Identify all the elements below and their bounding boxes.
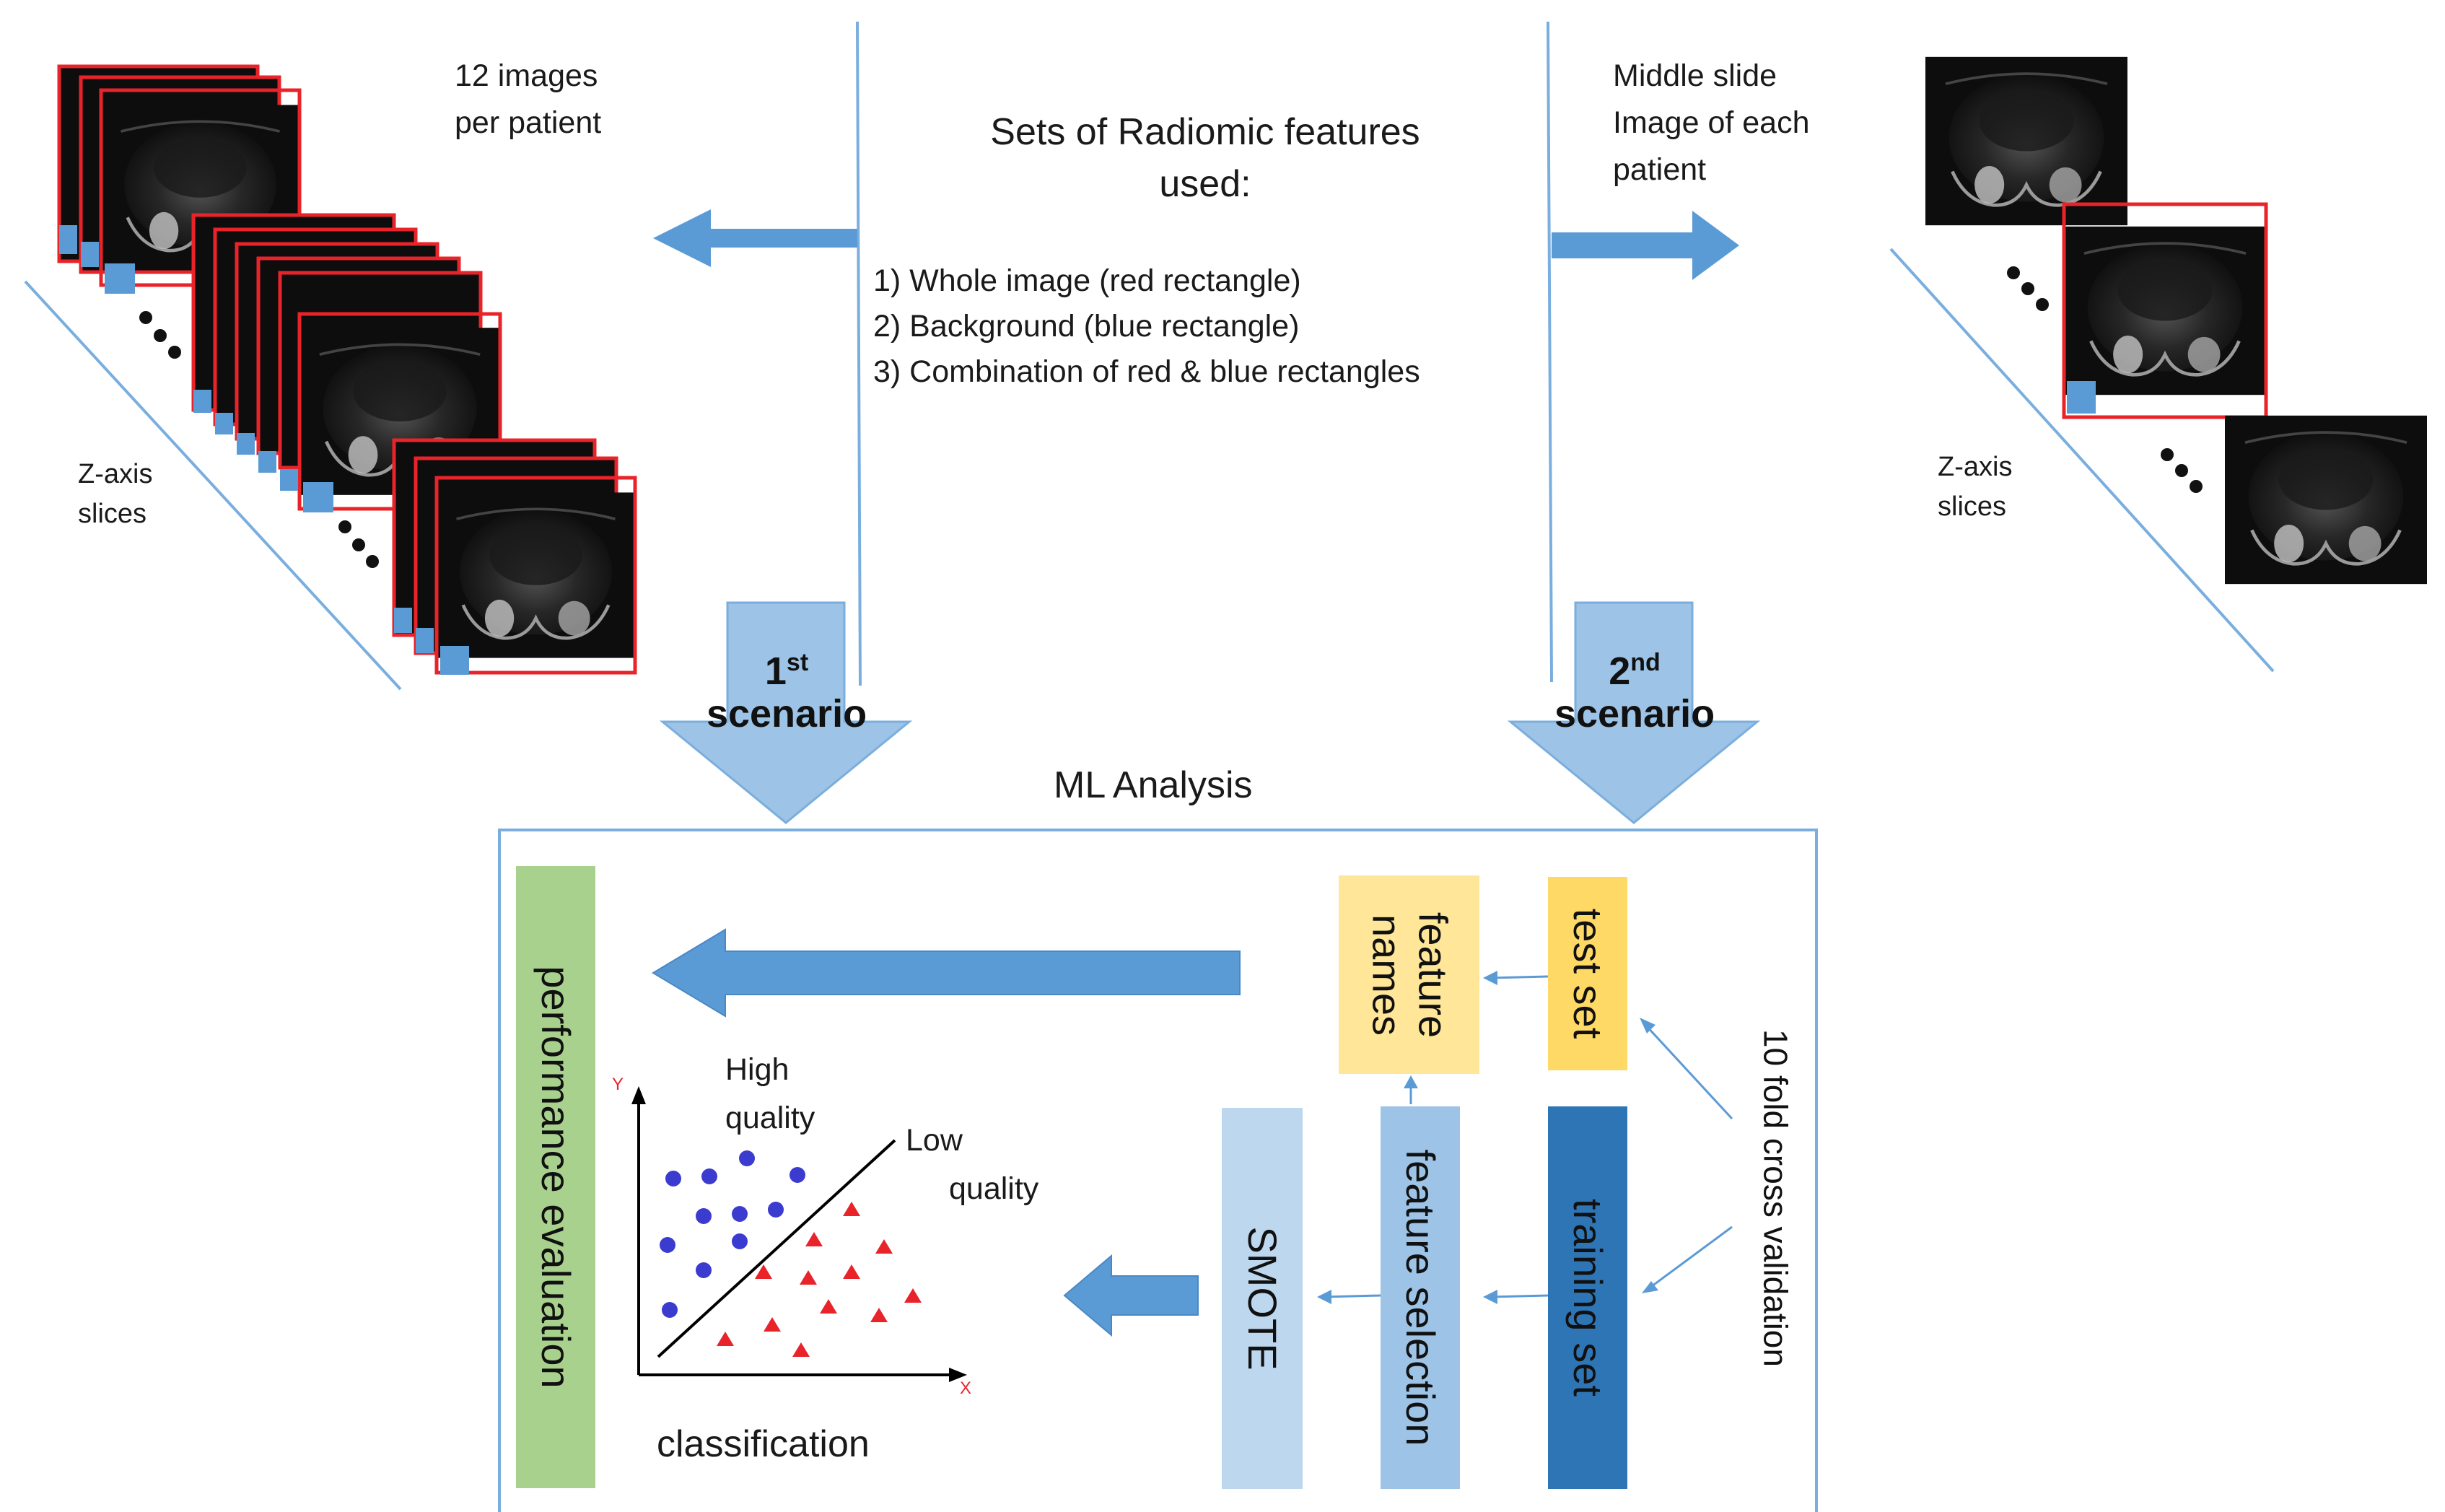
scenario-1-suffix: st xyxy=(786,649,809,676)
performance-evaluation-label: performance evaluation xyxy=(533,966,579,1389)
feature-selection-label: feature selection xyxy=(1398,1149,1444,1446)
right-axis-line2: slices xyxy=(1938,491,2007,522)
classification-scatter xyxy=(631,1086,967,1382)
ml-analysis-box xyxy=(498,829,1818,1512)
left-axis-line2: slices xyxy=(78,499,147,529)
scenario-2-label: 2nd scenario xyxy=(1534,649,1736,736)
scenario-1-label: 1st scenario xyxy=(686,649,888,736)
smote-label: SMOTE xyxy=(1240,1226,1286,1371)
feature-item-2: 2) Background (blue rectangle) xyxy=(873,309,1300,344)
right-slice-stack xyxy=(1889,57,2427,673)
performance-evaluation-box: performance evaluation xyxy=(516,866,595,1488)
right-caption-line1: Middle slide xyxy=(1613,58,1777,93)
right-caption-line3: patient xyxy=(1613,152,1707,187)
arrow-to-classification xyxy=(1063,1254,1199,1337)
left-axis-line1: Z-axis xyxy=(78,459,153,489)
left-caption-line2: per patient xyxy=(455,105,602,140)
connector-arrows xyxy=(1317,971,1733,1304)
scenario-1-word: scenario xyxy=(706,692,867,736)
arrow-to-right-panel xyxy=(1552,211,1739,280)
feature-names-line2: names xyxy=(1363,914,1409,1036)
axis-y-label: Y xyxy=(612,1075,624,1094)
smote-box: SMOTE xyxy=(1222,1108,1303,1489)
scenario-1-number: 1 xyxy=(764,650,787,693)
left-slice-stack xyxy=(24,64,637,691)
scenario-2-suffix: nd xyxy=(1630,649,1661,676)
scenario-2-arrow xyxy=(1507,601,1761,824)
scenario-2-number: 2 xyxy=(1609,650,1631,693)
scenario-1-arrow xyxy=(659,601,913,824)
scenario-2-word: scenario xyxy=(1554,692,1715,736)
axis-x-label: X xyxy=(960,1378,972,1398)
feature-names-line1: feature xyxy=(1409,912,1456,1038)
high-quality-line1: High xyxy=(725,1052,790,1087)
test-set-box: test set xyxy=(1548,877,1627,1070)
training-set-box: training set xyxy=(1548,1106,1627,1489)
right-divider-line xyxy=(1547,21,1553,683)
features-title-line2: used: xyxy=(1159,163,1251,205)
features-title-line1: Sets of Radiomic features xyxy=(990,111,1420,153)
feature-names-label: feature names xyxy=(1363,912,1456,1037)
classification-label: classification xyxy=(657,1423,870,1465)
arrow-to-left-panel xyxy=(653,209,857,267)
test-set-label: test set xyxy=(1565,908,1611,1039)
right-axis-line1: Z-axis xyxy=(1938,452,2013,482)
feature-names-box: feature names xyxy=(1339,875,1479,1074)
left-divider-line xyxy=(856,21,862,686)
high-quality-line2: quality xyxy=(725,1101,815,1135)
cross-validation-label: 10 fold cross validation xyxy=(1757,1029,1795,1367)
arrow-to-performance xyxy=(652,928,1241,1018)
feature-item-1: 1) Whole image (red rectangle) xyxy=(873,263,1301,298)
low-quality-line2: quality xyxy=(949,1171,1039,1206)
feature-selection-box: feature selection xyxy=(1381,1106,1460,1489)
low-quality-line1: Low xyxy=(906,1123,963,1158)
right-caption-line2: Image of each xyxy=(1613,105,1810,140)
training-set-label: training set xyxy=(1565,1199,1611,1397)
cross-validation-box: 10 fold cross validation xyxy=(1736,1010,1815,1386)
ml-analysis-title: ML Analysis xyxy=(1054,764,1253,806)
left-caption-line1: 12 images xyxy=(455,58,598,93)
feature-item-3: 3) Combination of red & blue rectangles xyxy=(873,354,1420,389)
